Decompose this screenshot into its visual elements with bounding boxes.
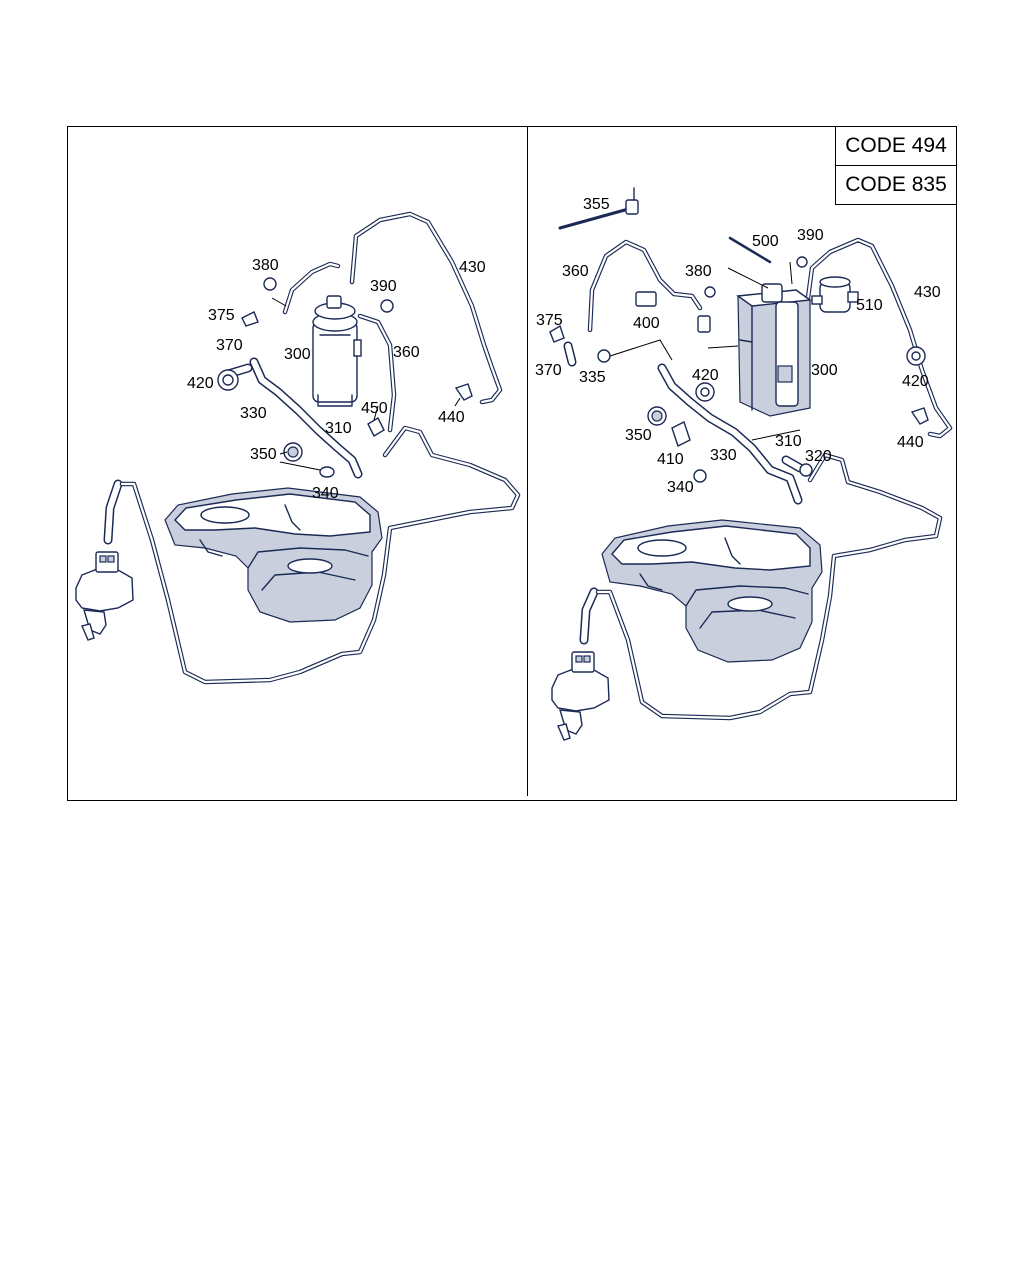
callout-390-right: 390	[797, 227, 824, 244]
washer-390-left	[380, 299, 394, 313]
callout-420-left: 420	[187, 375, 214, 392]
clip-375-right	[549, 324, 565, 343]
callout-310-right: 310	[775, 433, 802, 450]
clamp-320	[799, 463, 813, 477]
callout-350-left: 350	[250, 446, 277, 463]
washer-390-right	[796, 256, 808, 268]
callout-360-right: 360	[562, 263, 589, 280]
cap-450-left	[367, 417, 385, 437]
callout-420-far-right: 420	[902, 373, 929, 390]
callout-450-left: 450	[361, 400, 388, 417]
callout-440-right: 440	[897, 434, 924, 451]
callout-420-right: 420	[692, 367, 719, 384]
callout-375-left: 375	[208, 307, 235, 324]
clamp-335	[597, 349, 611, 363]
part-410	[671, 421, 691, 447]
callout-330-right: 330	[710, 447, 737, 464]
callout-370-right: 370	[535, 362, 562, 379]
callout-500: 500	[752, 233, 779, 250]
valve-510	[811, 276, 859, 313]
callout-360-left: 360	[393, 344, 420, 361]
charcoal-canister-right	[736, 283, 812, 417]
callout-430-right: 430	[914, 284, 941, 301]
code-835-label: CODE 835	[835, 165, 957, 205]
callout-300-right: 300	[811, 362, 838, 379]
purge-valve-left	[75, 551, 134, 641]
callout-410: 410	[657, 451, 684, 468]
bracket-400	[635, 291, 657, 307]
bracket-355	[625, 199, 639, 215]
right-panel: 355 500 390 360 380 430 510 375 400 370 …	[535, 187, 953, 741]
callout-340-right: 340	[667, 479, 694, 496]
callout-310-left: 310	[325, 420, 352, 437]
callout-380-left: 380	[252, 257, 279, 274]
bolt-380-right	[704, 286, 716, 298]
panel-divider	[527, 126, 528, 796]
connector-right	[697, 315, 711, 333]
callout-350-right: 350	[625, 427, 652, 444]
callout-300-left: 300	[284, 346, 311, 363]
callout-440-left: 440	[438, 409, 465, 426]
holder-440-left	[454, 383, 473, 401]
fuel-tank-right	[601, 519, 823, 663]
callout-355: 355	[583, 196, 610, 213]
clip-375-left	[241, 311, 259, 327]
diagram-frame	[67, 126, 957, 801]
sensor-500	[728, 236, 772, 264]
callout-335: 335	[579, 369, 606, 386]
callout-510: 510	[856, 297, 883, 314]
fuel-tank-left	[164, 487, 383, 623]
clamp-340-left	[319, 466, 335, 478]
holder-440-right	[910, 407, 929, 425]
callout-370-left: 370	[216, 337, 243, 354]
callout-375-right: 375	[536, 312, 563, 329]
clamp-340-right	[693, 469, 707, 483]
callout-390-left: 390	[370, 278, 397, 295]
left-panel: 380 390 430 375 370 300 360 420 330 450 …	[75, 211, 521, 685]
callout-430-left: 430	[459, 259, 486, 276]
bolt-380-left	[263, 277, 277, 291]
code-494-label: CODE 494	[835, 126, 957, 166]
charcoal-canister-left	[312, 295, 362, 407]
purge-valve-right	[551, 651, 610, 741]
callout-330-left: 330	[240, 405, 267, 422]
callout-400: 400	[633, 315, 660, 332]
callout-320: 320	[805, 448, 832, 465]
callout-380-right: 380	[685, 263, 712, 280]
callout-340-left: 340	[312, 485, 339, 502]
